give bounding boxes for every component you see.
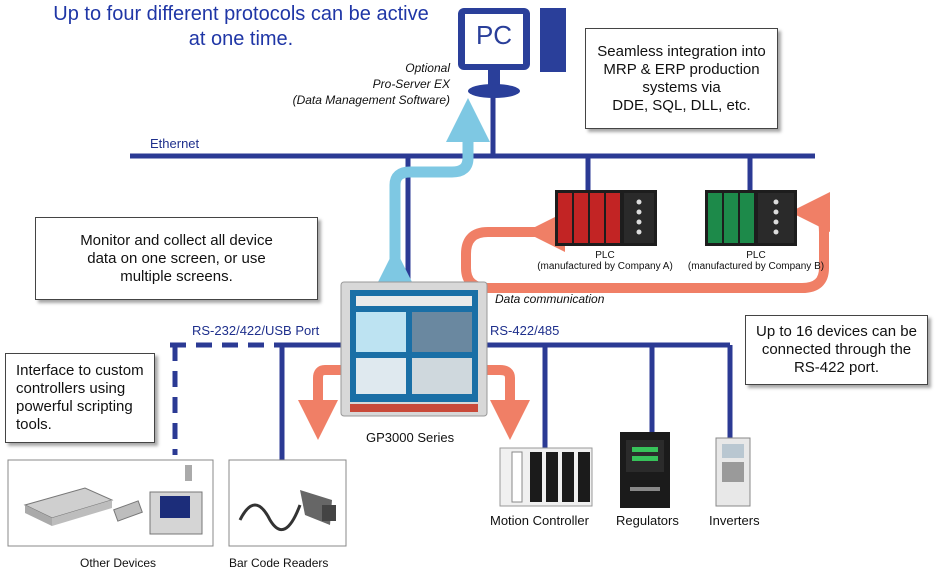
plc-b-title: PLC — [746, 250, 766, 261]
integration-callout: Seamless integration into MRP & ERP prod… — [585, 28, 778, 129]
plc-a-title: PLC — [595, 250, 615, 261]
rs422-port-label: RS-422/485 — [490, 323, 560, 338]
plc-b-label: PLC (manufactured by Company B) — [676, 250, 836, 272]
regulator-icon — [620, 432, 670, 508]
pc-caption: Optional Pro-Server EX (Data Management … — [292, 61, 450, 107]
motion-controller-icon — [499, 447, 593, 507]
bar-code-readers-label: Bar Code Readers — [229, 556, 329, 570]
gp3000-label: GP3000 Series — [366, 430, 455, 445]
pc-label: PC — [475, 20, 513, 50]
other-devices-icon — [7, 459, 214, 547]
other-devices-label: Other Devices — [80, 556, 157, 570]
headline: Up to four different protocols can be ac… — [53, 3, 429, 50]
plc-a-maker: (manufactured by Company A) — [537, 261, 673, 272]
gp3000-hmi-icon — [340, 281, 488, 417]
data-communication-label: Data communication — [495, 292, 605, 306]
ethernet-label: Ethernet — [150, 136, 200, 151]
hmi-down-arrow-left — [298, 365, 352, 440]
inverter-icon — [715, 437, 751, 507]
ethernet-arrow — [373, 98, 490, 292]
motion-controller-label: Motion Controller — [490, 513, 589, 528]
pc-tower — [540, 8, 566, 72]
data-communication-arrow — [461, 192, 831, 293]
pc-base — [468, 84, 520, 98]
plc-b-maker: (manufactured by Company B) — [687, 261, 825, 272]
interface-callout: Interface to custom controllers using po… — [5, 353, 155, 443]
bar-code-reader-icon — [228, 459, 347, 547]
rs232-port-label: RS-232/422/USB Port — [192, 323, 320, 338]
hmi-down-arrow-right — [470, 365, 530, 440]
regulators-label: Regulators — [616, 513, 679, 528]
monitor-callout: Monitor and collect all device data on o… — [35, 217, 318, 300]
rs422-callout: Up to 16 devices can be connected throug… — [745, 315, 928, 385]
plc-company-a-icon — [555, 190, 657, 246]
plc-company-b-icon — [705, 190, 797, 246]
plc-a-label: PLC (manufactured by Company A) — [525, 250, 685, 272]
inverters-label: Inverters — [709, 513, 760, 528]
